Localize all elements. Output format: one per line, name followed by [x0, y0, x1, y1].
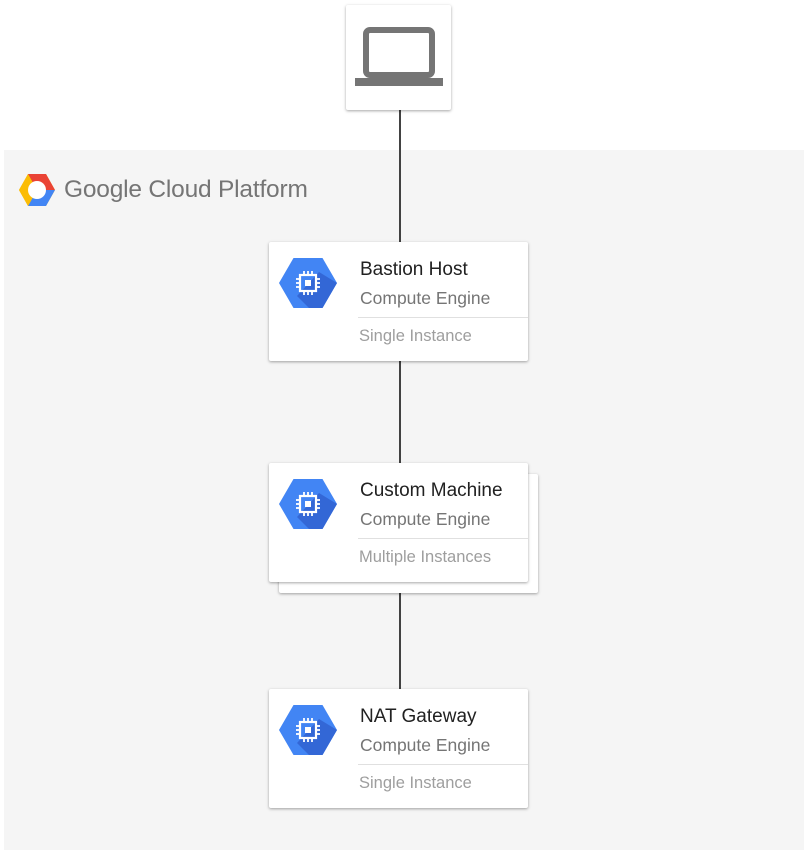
node-divider [358, 764, 528, 765]
node-card-bastion-host[interactable]: Bastion Host Compute Engine Single Insta… [269, 242, 528, 361]
node-service: Compute Engine [360, 735, 491, 755]
node-instance-note: Multiple Instances [359, 548, 492, 566]
node-divider [358, 538, 528, 539]
gcp-platform-title: Google Cloud Platform [64, 176, 308, 203]
node-title: Custom Machine [360, 480, 503, 501]
connector-bastion-to-custom [399, 361, 401, 464]
node-service: Compute Engine [360, 288, 491, 308]
compute-engine-icon [279, 258, 337, 308]
node-title: Bastion Host [360, 259, 468, 280]
node-divider [358, 317, 528, 318]
connector-custom-to-nat [399, 582, 401, 690]
connector-client-to-bastion [399, 110, 401, 243]
gcp-platform-header: Google Cloud Platform [18, 172, 308, 208]
compute-engine-icon [279, 479, 337, 529]
node-title: NAT Gateway [360, 706, 477, 727]
node-instance-note: Single Instance [359, 774, 472, 792]
client-laptop-card[interactable] [346, 5, 451, 110]
node-service: Compute Engine [360, 509, 491, 529]
node-instance-note: Single Instance [359, 327, 472, 345]
node-card-custom-machine[interactable]: Custom Machine Compute Engine Multiple I… [269, 463, 528, 582]
compute-engine-icon [279, 705, 337, 755]
node-card-nat-gateway[interactable]: NAT Gateway Compute Engine Single Instan… [269, 689, 528, 808]
laptop-icon [354, 26, 443, 86]
google-cloud-logo-icon [19, 174, 55, 206]
